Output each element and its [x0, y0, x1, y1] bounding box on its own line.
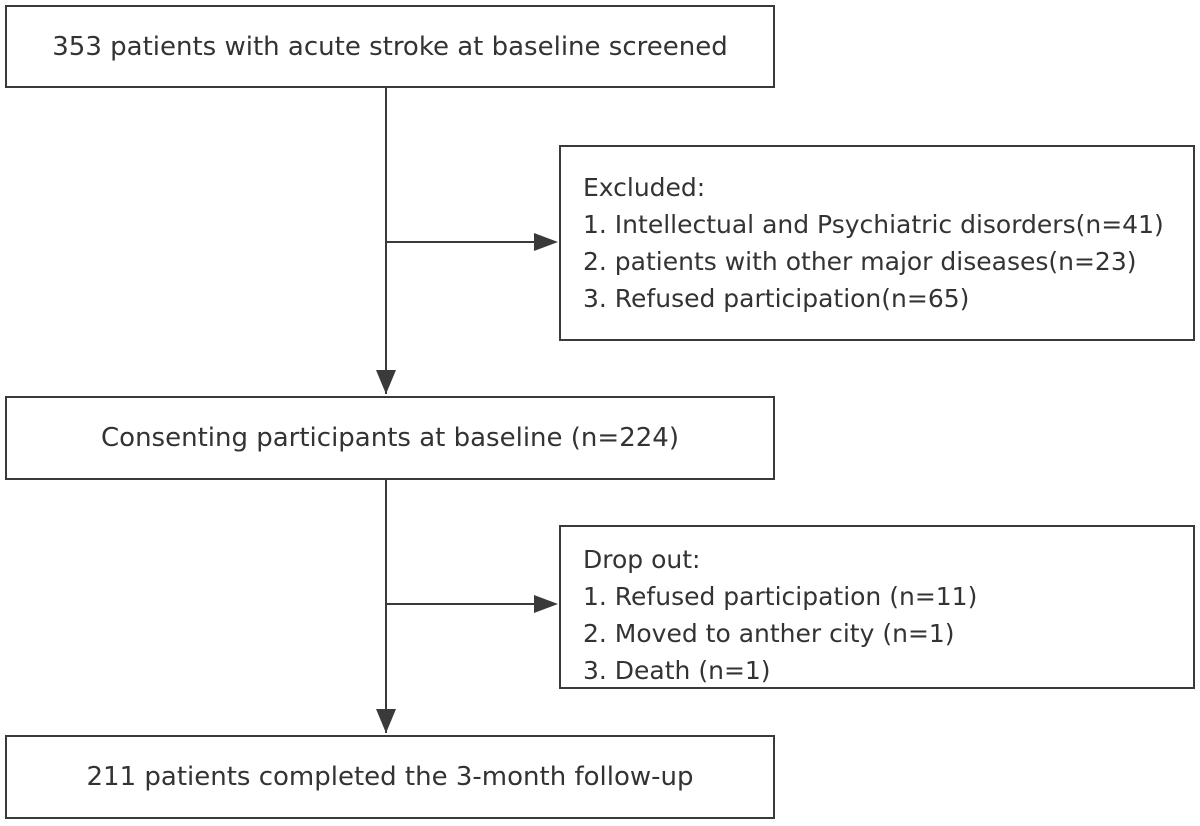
arrowhead-completed	[376, 709, 396, 733]
excluded-item: 1. Intellectual and Psychiatric disorder…	[583, 210, 1164, 239]
completed-label: 211 patients completed the 3-month follo…	[86, 762, 694, 792]
arrowhead-excluded	[534, 233, 558, 251]
dropout-box: Drop out: 1. Refused participation (n=11…	[559, 525, 1195, 689]
excluded-item: 3. Refused participation(n=65)	[583, 284, 970, 313]
dropout-item: 2. Moved to anther city (n=1)	[583, 619, 955, 648]
screened-label: 353 patients with acute stroke at baseli…	[52, 31, 728, 62]
excluded-box: Excluded: 1. Intellectual and Psychiatri…	[559, 145, 1195, 341]
consenting-label: Consenting participants at baseline (n=2…	[101, 423, 679, 453]
excluded-item: 2. patients with other major diseases(n=…	[583, 247, 1137, 276]
arrowhead-dropout	[534, 595, 558, 613]
completed-box: 211 patients completed the 3-month follo…	[5, 735, 775, 819]
screened-box: 353 patients with acute stroke at baseli…	[5, 5, 775, 88]
consenting-box: Consenting participants at baseline (n=2…	[5, 396, 775, 480]
excluded-title: Excluded:	[583, 173, 706, 202]
dropout-item: 1. Refused participation (n=11)	[583, 582, 978, 611]
arrowhead-consenting	[376, 370, 396, 394]
dropout-item: 3. Death (n=1)	[583, 656, 771, 685]
dropout-title: Drop out:	[583, 545, 701, 574]
